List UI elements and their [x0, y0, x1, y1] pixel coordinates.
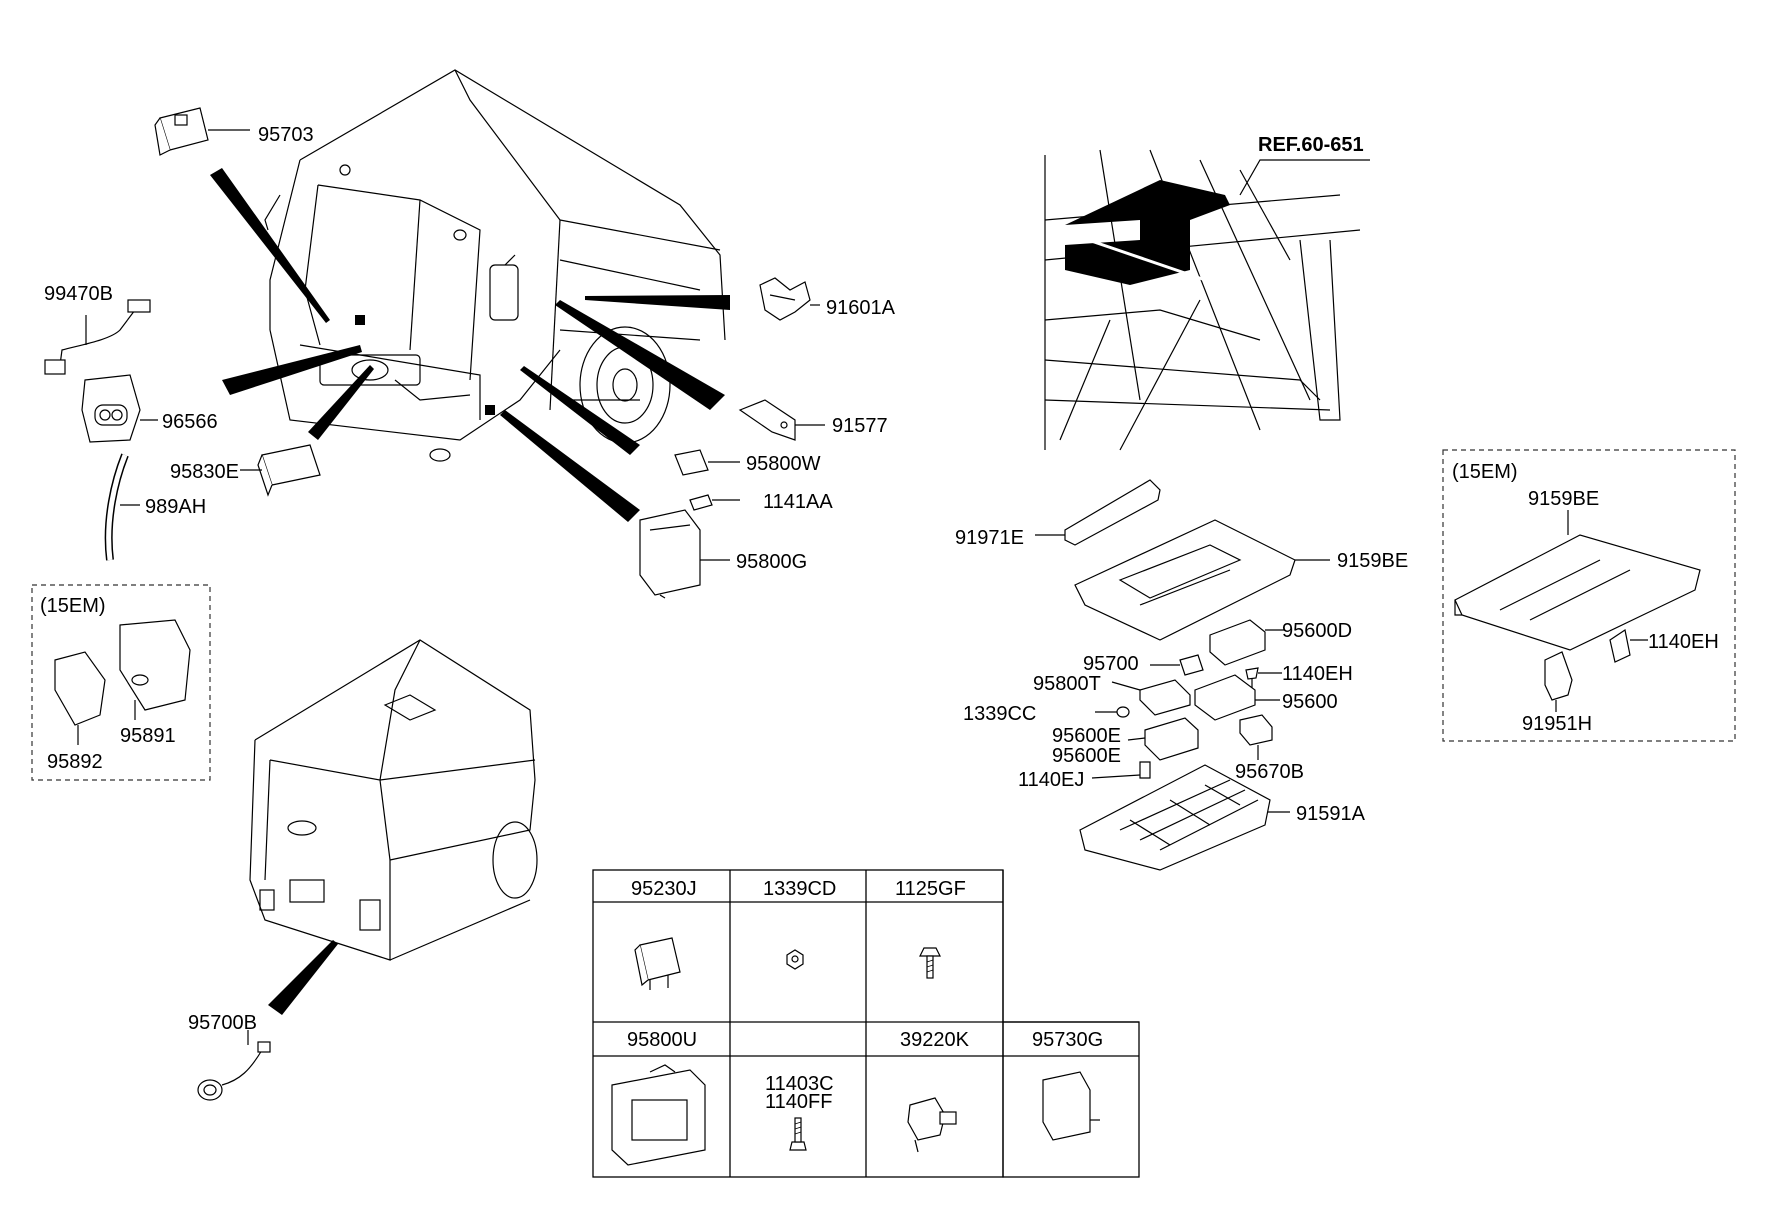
- part-91601A-clip: 91601A: [759, 277, 896, 321]
- label-1140EH: 1140EH: [1282, 663, 1353, 685]
- part-1141AA-bolt: 1141AA: [689, 491, 833, 513]
- part-95700B-sensor: 95700B: [188, 1012, 271, 1101]
- label-989AH: 989AH: [145, 496, 206, 518]
- label-96566: 96566: [162, 411, 218, 433]
- label-95600: 95600: [1282, 691, 1338, 713]
- label-95800T: 95800T: [1033, 673, 1101, 695]
- front-leader-wedges: [210, 168, 730, 522]
- group-15em-left-label: (15EM): [40, 595, 106, 617]
- label-right-9159BE: 9159BE: [1528, 488, 1599, 510]
- table-cell-1339CD: 1339CD: [763, 878, 836, 900]
- part-95703-relay: 95703: [154, 107, 314, 156]
- right-parts-assembly: 91971E 9159BE 95600D 95700 1140EH 95800T…: [955, 479, 1408, 871]
- label-91971E: 91971E: [955, 527, 1024, 549]
- nut-icon: [786, 949, 804, 970]
- table-cell-1125GF: 1125GF: [895, 878, 966, 900]
- chassis-illustration: REF.60-651: [1044, 134, 1370, 451]
- bolt-icon: [919, 947, 941, 979]
- label-95700B: 95700B: [188, 1012, 257, 1034]
- group-15em-left: (15EM) 95892 95891: [31, 584, 211, 781]
- label-1140EJ: 1140EJ: [1018, 769, 1084, 791]
- label-95700: 95700: [1083, 653, 1139, 675]
- label-9159BE: 9159BE: [1337, 550, 1408, 572]
- parts-table: 95230J 1339CD 1125GF 95800U 39220K 95730…: [592, 869, 1140, 1178]
- part-96566-switch: 96566: [81, 374, 218, 443]
- label-95670B: 95670B: [1235, 761, 1304, 783]
- label-95830E: 95830E: [170, 461, 239, 483]
- sensor-icon: [907, 1097, 957, 1153]
- label-95600E-2: 95600E: [1052, 745, 1121, 767]
- label-95800G: 95800G: [736, 551, 807, 573]
- table-cell-1140FF: 1140FF: [765, 1091, 832, 1113]
- label-95703: 95703: [258, 124, 314, 146]
- part-95830E-module: 95830E: [170, 444, 321, 497]
- part-95800G-module: 95800G: [639, 509, 807, 599]
- label-right-91951H: 91951H: [1522, 713, 1592, 735]
- rear-leader-wedge: [268, 940, 338, 1015]
- ref-label: REF.60-651: [1258, 134, 1364, 156]
- box-module-icon: [1042, 1071, 1100, 1141]
- part-91577-bracket: 91577: [738, 399, 888, 441]
- label-95892: 95892: [47, 751, 103, 773]
- table-cell-95730G: 95730G: [1032, 1029, 1103, 1051]
- label-right-1140EH: 1140EH: [1648, 631, 1719, 653]
- screw-icon: [789, 1117, 807, 1151]
- relay-icon: [634, 937, 681, 990]
- group-15em-right: (15EM) 9159BE 1140EH 91951H: [1442, 449, 1736, 742]
- front-van-illustration: [264, 69, 726, 462]
- label-95800W: 95800W: [746, 453, 821, 475]
- module-icon: [611, 1064, 706, 1166]
- label-95600E-1: 95600E: [1052, 725, 1121, 747]
- label-95891: 95891: [120, 725, 176, 747]
- label-95600D: 95600D: [1282, 620, 1352, 642]
- table-cell-39220K: 39220K: [900, 1029, 970, 1051]
- label-99470B: 99470B: [44, 283, 113, 305]
- table-cell-95230J: 95230J: [631, 878, 697, 900]
- rear-van-illustration: [249, 639, 538, 961]
- label-91577: 91577: [832, 415, 888, 437]
- label-1339CC: 1339CC: [963, 703, 1036, 725]
- label-91601A: 91601A: [826, 297, 896, 319]
- part-95800W-module: 95800W: [674, 449, 821, 476]
- table-cell-11403C: 11403C: [765, 1073, 834, 1095]
- label-1141AA: 1141AA: [763, 491, 833, 513]
- part-99470B-harness: 99470B: [44, 283, 151, 375]
- group-15em-right-label: (15EM): [1452, 461, 1518, 483]
- part-989AH-hose: 989AH: [104, 453, 206, 561]
- label-91591A: 91591A: [1296, 803, 1366, 825]
- table-cell-95800U: 95800U: [627, 1029, 697, 1051]
